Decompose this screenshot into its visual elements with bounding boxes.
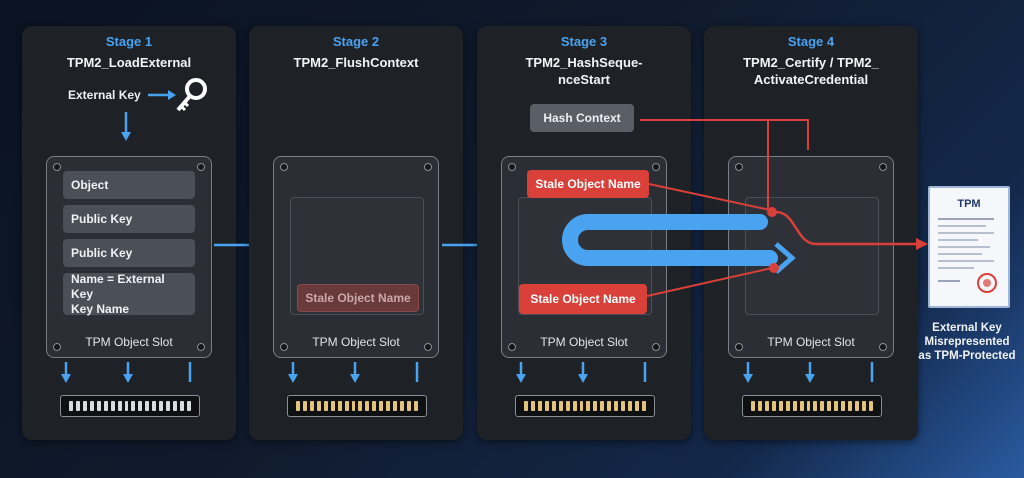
- tpm-object-slot: Object Public Key Public Key Name = Exte…: [46, 156, 212, 358]
- blue-arrow-down: [743, 362, 753, 383]
- external-key-label: External Key: [68, 88, 141, 102]
- blue-arrow-right: [148, 90, 176, 100]
- certificate-text-lines: [938, 218, 994, 282]
- stale-object-name-bottom: Stale Object Name: [519, 284, 647, 314]
- public-key-field: Public Key: [63, 239, 195, 267]
- key-icon: [176, 78, 207, 112]
- certificate-document: TPM: [928, 186, 1010, 308]
- stage-title: TPM2_FlushContext: [293, 55, 419, 70]
- result-line-1: External Key: [932, 322, 1002, 334]
- hash-context-box: Hash Context: [530, 104, 634, 132]
- stage-title-line-1: TPM2_HashSeque-: [525, 55, 643, 70]
- slot-caption: TPM Object Slot: [540, 335, 628, 349]
- stage-label: Stage 4: [787, 34, 835, 49]
- blue-arrow-down: [123, 362, 133, 383]
- stage-3-panel: Stage 3 TPM2_HashSeque- nceStart Hash Co…: [477, 26, 691, 440]
- blue-arrow-down: [805, 362, 815, 383]
- blue-arrow-down: [61, 362, 71, 383]
- stage-title-line-2: nceStart: [557, 72, 611, 87]
- stale-object-name-label: Stale Object Name: [297, 284, 419, 312]
- blue-bar-down: [415, 362, 419, 382]
- blue-arrow-down: [121, 112, 131, 141]
- result-caption: External Key Misrepresented as TPM-Prote…: [914, 321, 1020, 363]
- blue-bar-down: [188, 362, 192, 382]
- stage-title-line-2: ActivateCredential: [753, 72, 869, 87]
- stage-title: TPM2_HashSeque- nceStart: [487, 54, 681, 88]
- stage-2-panel: Stage 2 TPM2_FlushContext Stale Object N…: [249, 26, 463, 440]
- stage-label: Stage 2: [332, 34, 380, 49]
- certificate-title: TPM: [957, 198, 981, 210]
- tpm-chip: [60, 395, 200, 417]
- public-key-field: Public Key: [63, 205, 195, 233]
- tpm-chip: [287, 395, 427, 417]
- stage-title-line-1: TPM2_Certify / TPM2_: [743, 55, 879, 70]
- tpm-chip: [742, 395, 882, 417]
- blue-arrow-down: [288, 362, 298, 383]
- stage-1-panel: Stage 1 TPM2_LoadExternal External Key O…: [22, 26, 236, 440]
- name-field: Name = External Key Key Name: [63, 271, 195, 316]
- blue-arrow-down: [350, 362, 360, 383]
- slot-caption: TPM Object Slot: [85, 335, 173, 349]
- tpm-object-slot: Stale Object Name TPM Object Slot: [273, 156, 439, 358]
- stage-label: Stage 1: [105, 34, 153, 49]
- tpm-object-slot: TPM Object Slot: [728, 156, 894, 358]
- object-field: Object: [63, 171, 195, 199]
- name-line-2: Key Name: [71, 301, 130, 316]
- tpm-chip: [515, 395, 655, 417]
- name-line-1: Name = External Key: [71, 271, 165, 301]
- slot-caption: TPM Object Slot: [312, 335, 400, 349]
- stage-title: TPM2_Certify / TPM2_ ActivateCredential: [714, 54, 908, 88]
- empty-slot-area: Stale Object Name: [290, 197, 424, 315]
- stage-label: Stage 3: [560, 34, 608, 49]
- blue-bar-down: [643, 362, 647, 382]
- slot-inner-area: [745, 197, 879, 315]
- result-line-3: as TPM-Protected: [918, 350, 1016, 362]
- slot-caption: TPM Object Slot: [767, 335, 855, 349]
- result-line-2: Misrepresented: [924, 336, 1010, 348]
- stage-4-panel: Stage 4 TPM2_Certify / TPM2_ ActivateCre…: [704, 26, 918, 440]
- stage-title: TPM2_LoadExternal: [66, 55, 192, 70]
- blue-bar-down: [870, 362, 874, 382]
- blue-arrow-down: [578, 362, 588, 383]
- certificate-seal-icon: [977, 273, 997, 293]
- stale-object-name-top: Stale Object Name: [527, 170, 649, 198]
- blue-arrow-down: [516, 362, 526, 383]
